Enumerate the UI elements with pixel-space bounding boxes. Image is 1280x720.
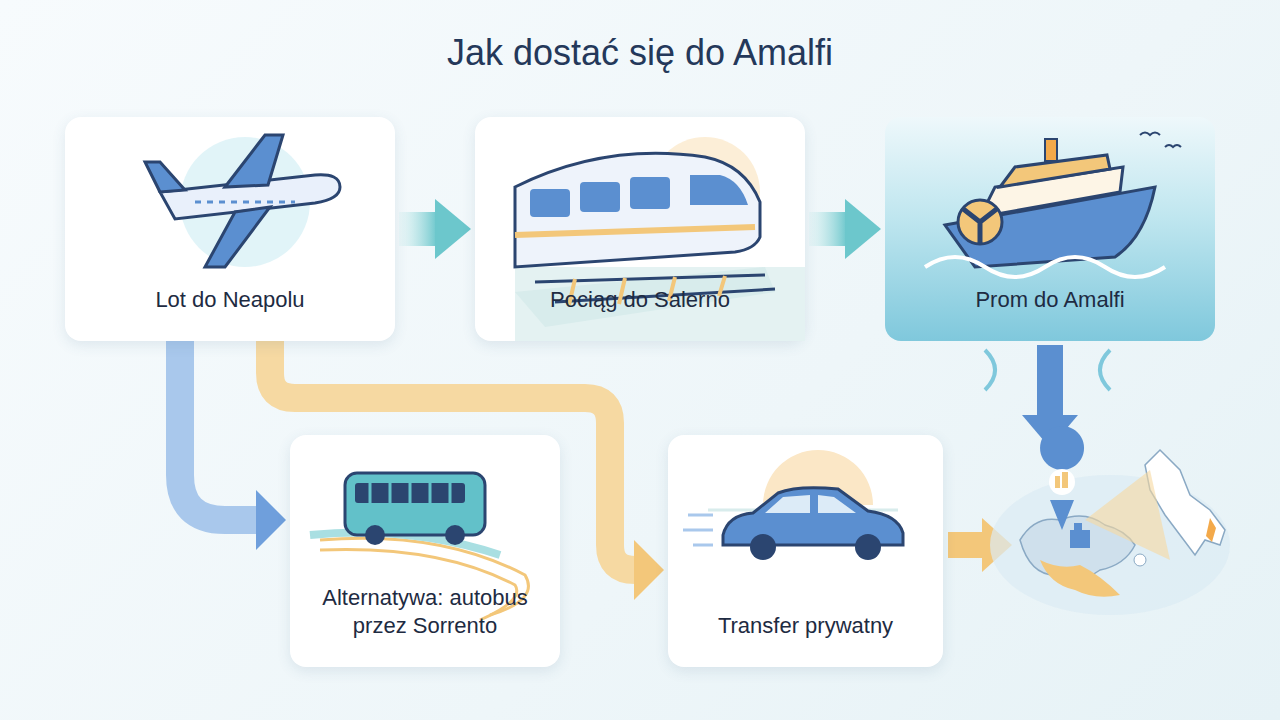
step-label: Lot do Neapolu — [155, 286, 304, 315]
flow-arrow — [809, 199, 881, 259]
flow-arrow — [399, 199, 471, 259]
step-label: Pociąg do Salerno — [550, 286, 730, 315]
step-label: Alternatywa: autobus przez Sorrento — [304, 584, 546, 641]
step-box: Transfer prywatny — [668, 435, 943, 667]
step-label: Transfer prywatny — [718, 612, 893, 641]
step-label: Prom do Amalfi — [975, 286, 1124, 315]
step-box: Alternatywa: autobus przez Sorrento — [290, 435, 560, 667]
step-box: Prom do Amalfi — [885, 117, 1215, 341]
destination-map — [990, 426, 1230, 615]
step-box: Pociąg do Salerno — [475, 117, 805, 341]
diagram-title: Jak dostać się do Amalfi — [0, 32, 1280, 74]
step-box: Lot do Neapolu — [65, 117, 395, 341]
